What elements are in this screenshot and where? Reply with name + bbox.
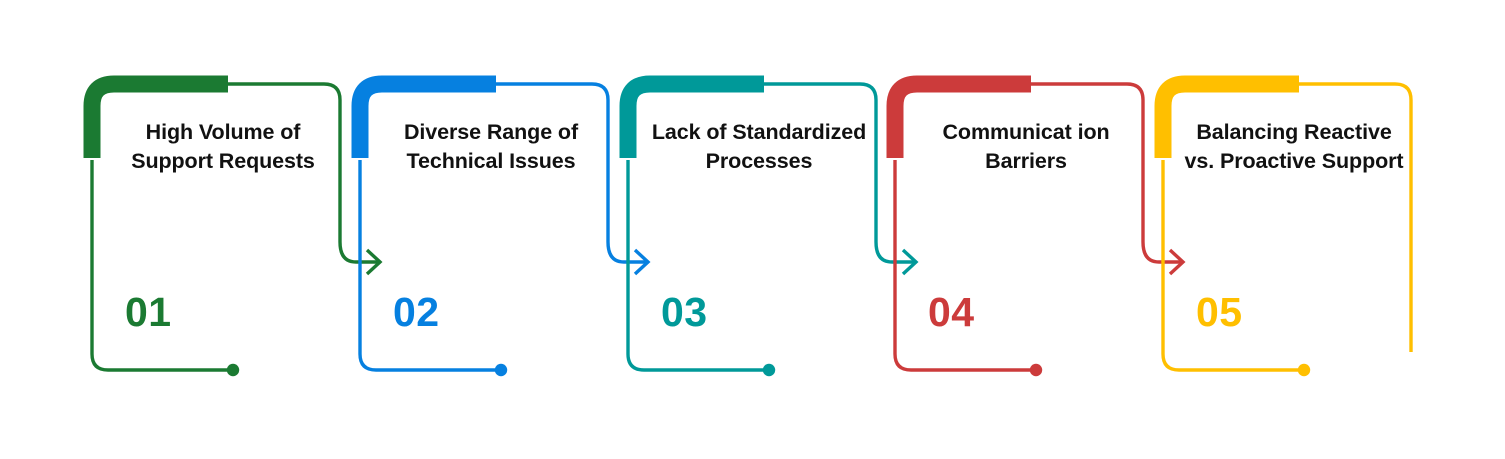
- bracket-heavy-corner: [351, 75, 496, 158]
- arrow-shaft: [338, 241, 380, 264]
- arrow-shaft: [874, 241, 916, 264]
- step-bracket: [83, 75, 383, 377]
- arrow-shaft: [606, 241, 648, 264]
- bracket-end-dot: [762, 363, 776, 377]
- step-title: Balancing Reactive vs. Proactive Support: [1184, 120, 1404, 173]
- bracket-top-right-rail: [228, 82, 342, 242]
- bracket-left-bottom-rail: [893, 160, 1036, 372]
- bracket-end-dot: [494, 363, 508, 377]
- bracket-heavy-corner: [886, 75, 1031, 158]
- bracket-top-right-rail: [496, 82, 610, 242]
- arrow-head-icon: [633, 248, 651, 276]
- step-bracket: [886, 75, 1186, 377]
- step-bracket: [351, 75, 651, 377]
- arrow-head-icon: [1168, 248, 1186, 276]
- bracket-end-dot: [1297, 363, 1311, 377]
- bracket-left-bottom-rail: [358, 160, 501, 372]
- step-title: High Volume of Support Requests: [131, 120, 315, 173]
- step-number: 02: [393, 289, 440, 335]
- bracket-end-dot: [1029, 363, 1043, 377]
- step-number: 01: [125, 289, 172, 335]
- arrow-head-icon: [365, 248, 383, 276]
- step-title: Lack of Standardized Processes: [651, 120, 867, 173]
- bracket-top-right-rail: [764, 82, 878, 242]
- bracket-end-dot: [226, 363, 240, 377]
- step-block[interactable]: Communicat ion Barriers: [913, 118, 1139, 288]
- bracket-heavy-corner: [1154, 75, 1299, 158]
- bracket-left-bottom-rail: [1161, 160, 1304, 372]
- bracket-left-bottom-rail: [626, 160, 769, 372]
- step-number: 03: [661, 289, 708, 335]
- bracket-left-bottom-rail: [90, 160, 233, 372]
- step-number: 05: [1196, 289, 1243, 335]
- bracket-heavy-corner: [619, 75, 764, 158]
- step-title: Communicat ion Barriers: [942, 120, 1110, 173]
- step-block[interactable]: Diverse Range of Technical Issues: [378, 118, 604, 288]
- arrow-head-icon: [901, 248, 919, 276]
- step-block[interactable]: High Volume of Support Requests: [110, 118, 336, 288]
- bracket-heavy-corner: [83, 75, 228, 158]
- step-bracket: [619, 75, 919, 377]
- step-block[interactable]: Balancing Reactive vs. Proactive Support: [1181, 118, 1407, 288]
- step-block[interactable]: Lack of Standardized Processes: [646, 118, 872, 288]
- bracket-top-right-rail: [1299, 82, 1413, 242]
- bracket-top-right-rail: [1031, 82, 1145, 242]
- step-title: Diverse Range of Technical Issues: [403, 120, 579, 173]
- step-bracket: [1154, 75, 1413, 377]
- arrow-shaft: [1141, 241, 1183, 264]
- step-number: 04: [928, 289, 975, 335]
